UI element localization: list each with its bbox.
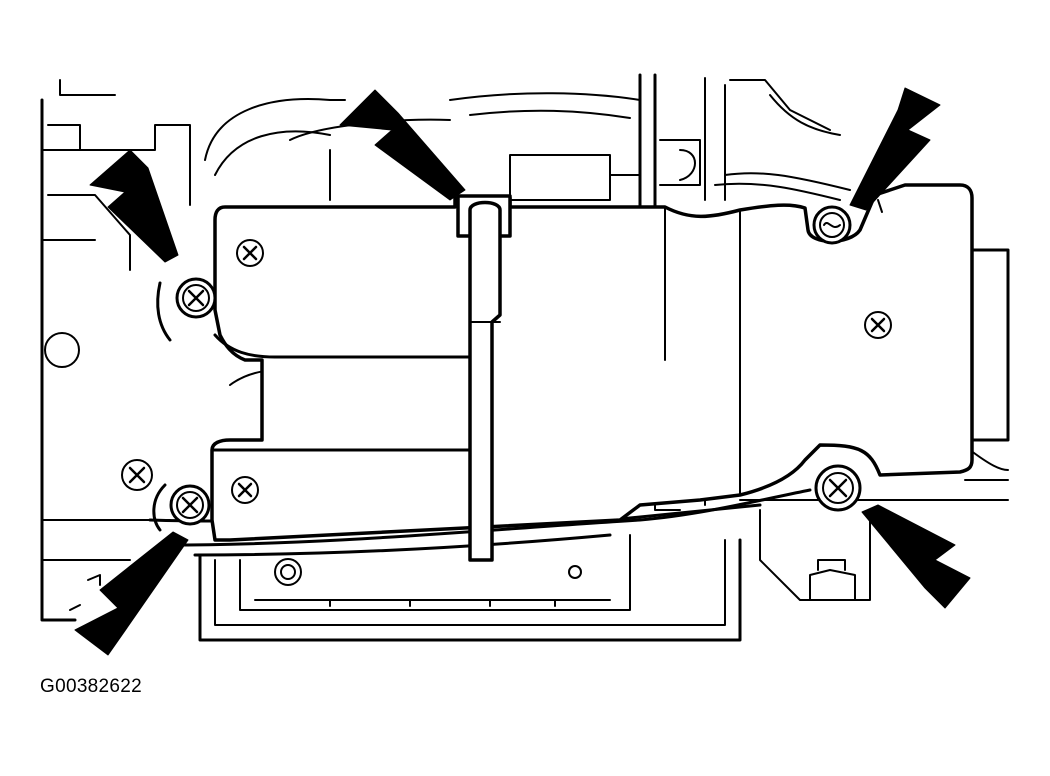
- cross-mark-upper-left: [236, 239, 264, 267]
- arrow-top-center: [339, 89, 466, 201]
- screw-lower-left: [152, 483, 211, 532]
- arrow-lower-left: [74, 531, 189, 656]
- alignment-tool: [456, 194, 512, 562]
- screw-upper-left: [156, 277, 217, 342]
- body-notch: [877, 199, 883, 213]
- body-cross-marks: [121, 239, 892, 504]
- cross-mark-outer-left: [121, 459, 153, 491]
- pointer-arrows: [74, 87, 971, 656]
- figure-id-label: G00382622: [40, 676, 143, 697]
- screw-lower-right: [814, 464, 862, 512]
- screw-upper-right: [812, 205, 852, 245]
- cross-mark-right: [864, 311, 892, 339]
- arrow-lower-right: [861, 504, 971, 609]
- cross-mark-lower-left: [231, 476, 259, 504]
- mounting-screws: [152, 205, 862, 532]
- arrow-upper-left: [89, 149, 179, 263]
- background-structure: [40, 73, 1010, 642]
- upper-lobe-edge: [213, 333, 472, 359]
- arrow-top-right: [849, 87, 941, 211]
